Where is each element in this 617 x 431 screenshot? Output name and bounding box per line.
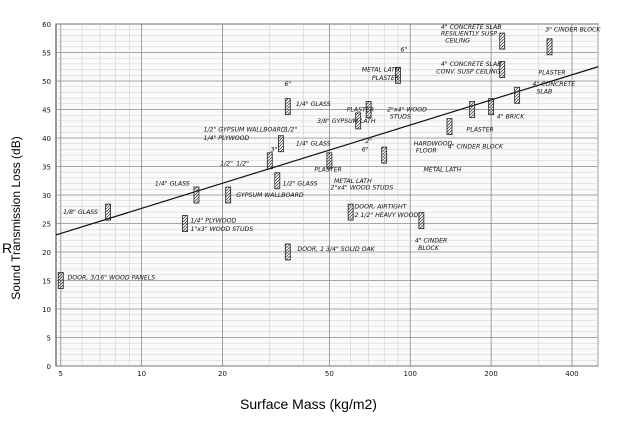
annotation-label: PLASTER bbox=[314, 166, 341, 173]
annotation-label: 6" bbox=[284, 81, 291, 88]
annotation-label: 4" CINDER BLOCK bbox=[448, 144, 504, 151]
annotation-label: 1/4" GLASS bbox=[296, 141, 331, 148]
data-point bbox=[266, 152, 273, 170]
data-point bbox=[278, 135, 284, 153]
y-symbol-label: R bbox=[2, 240, 13, 256]
annotation-label: 1/2" GYPSUM WALLBOARD bbox=[204, 126, 286, 133]
y-tick-label: 10 bbox=[42, 306, 51, 314]
y-tick-label: 40 bbox=[42, 135, 51, 143]
annotation-label: 1/4" GLASS bbox=[155, 181, 190, 188]
annotation-label: 6" bbox=[362, 146, 369, 153]
x-tick-label: 5 bbox=[59, 370, 63, 378]
annotation-label: 6" bbox=[401, 47, 408, 54]
annotation-label: CEILING bbox=[445, 38, 470, 45]
annotation-label: SLAB bbox=[536, 88, 552, 95]
annotation-label: PLASTER bbox=[372, 75, 399, 82]
data-point bbox=[546, 38, 553, 56]
x-tick-label: 20 bbox=[218, 370, 227, 378]
annotation-label: 4" CONCRETE bbox=[532, 81, 575, 88]
data-point bbox=[326, 152, 333, 170]
y-tick-label: 5 bbox=[47, 335, 51, 343]
mass-law-line bbox=[55, 66, 599, 236]
data-point bbox=[469, 101, 476, 118]
y-tick-label: 30 bbox=[42, 192, 51, 200]
annotation-label: 4" BRICK bbox=[497, 113, 525, 120]
x-tick-label: 200 bbox=[484, 370, 497, 378]
annotation-label: 1/2" bbox=[220, 161, 233, 168]
annotation-label: 2" bbox=[365, 138, 372, 145]
data-point bbox=[499, 32, 506, 50]
annotation-label: 2"x4" WOOD bbox=[387, 107, 427, 114]
y-tick-label: 60 bbox=[42, 21, 51, 29]
data-point bbox=[182, 215, 188, 232]
data-point bbox=[193, 186, 200, 204]
annotation-label: FLOOR bbox=[416, 148, 437, 155]
annotation-label: DOOR, 1 3/4" SOLID OAK bbox=[297, 246, 375, 253]
annotation-label: 4" CONCRETE SLAB bbox=[441, 24, 502, 31]
data-point bbox=[488, 98, 495, 116]
x-tick-label: 400 bbox=[565, 370, 578, 378]
annotation-label: METAL LATH bbox=[423, 166, 461, 173]
annotation-label: 3" bbox=[271, 146, 278, 153]
annotation-label: GYPSUM WALLBOARD bbox=[236, 192, 304, 199]
annotation-label: STUDS bbox=[390, 113, 411, 120]
y-axis-label-text: Sound Transmission Loss (dB) bbox=[9, 136, 23, 300]
data-point bbox=[284, 243, 291, 261]
y-tick-label: 50 bbox=[42, 78, 51, 86]
x-axis-label: Surface Mass (kg/m2) bbox=[240, 396, 377, 412]
annotation-label: DOOR, 3/16" WOOD PANELS bbox=[68, 275, 156, 282]
data-point bbox=[225, 186, 232, 204]
annotation-label: 2"x4" WOOD STUDS bbox=[331, 185, 394, 192]
data-point bbox=[57, 272, 64, 289]
annotation-label: DOOR, AIRTIGHT bbox=[354, 203, 407, 210]
annotation-label: 1/2" GLASS bbox=[283, 181, 318, 188]
annotation-label: 2 1/2" HEAVY WOOD bbox=[354, 212, 418, 219]
annotation-label: PLASTER bbox=[538, 69, 565, 76]
x-tick-label: 100 bbox=[404, 370, 417, 378]
annotation-label: 1/4" PLYWOOD bbox=[190, 218, 236, 225]
data-point bbox=[347, 203, 354, 221]
annotation-label: 1"x3" WOOD STUDS bbox=[190, 226, 253, 233]
annotation-label: PLASTER bbox=[347, 107, 374, 114]
annotation-label: 1/8" GLASS bbox=[63, 209, 98, 216]
annotation-label: METAL LATH bbox=[334, 178, 372, 185]
y-tick-label: 20 bbox=[42, 249, 51, 257]
y-tick-label: 35 bbox=[42, 164, 51, 172]
data-point bbox=[355, 112, 362, 130]
y-tick-label: 55 bbox=[42, 50, 51, 58]
data-point bbox=[514, 86, 521, 104]
annotation-label: 1/2" bbox=[236, 161, 249, 168]
annotation-label: 1/2" bbox=[284, 126, 297, 133]
y-axis-label: Sound Transmission Loss (dB) bbox=[6, 98, 26, 338]
annotation-label: 1/4" PLYWOOD bbox=[204, 135, 250, 142]
data-point bbox=[418, 212, 425, 230]
y-tick-label: 0 bbox=[47, 363, 51, 371]
annotation-label: PLASTER bbox=[467, 126, 494, 133]
data-point bbox=[395, 66, 401, 84]
data-point bbox=[274, 172, 281, 190]
y-tick-label: 15 bbox=[42, 278, 51, 286]
annotation-label: CONV. SUSP CEILING bbox=[436, 68, 500, 75]
data-point bbox=[499, 61, 506, 78]
data-point bbox=[284, 98, 291, 116]
x-tick-label: 10 bbox=[137, 370, 146, 378]
y-tick-label: 45 bbox=[42, 107, 51, 115]
y-tick-label: 25 bbox=[42, 221, 51, 229]
annotation-label: 4" CINDER bbox=[415, 238, 448, 245]
annotation-label: BLOCK bbox=[418, 245, 440, 252]
annotation-label: 3/8" GYPSUM LATH bbox=[317, 118, 376, 125]
annotation-label: METAL LATH bbox=[362, 67, 400, 74]
x-tick-label: 50 bbox=[325, 370, 334, 378]
annotation-label: 4" CONCRETE SLAB bbox=[441, 61, 502, 68]
data-point bbox=[365, 101, 372, 118]
annotation-label: HARDWOOD bbox=[414, 141, 453, 148]
data-point bbox=[105, 203, 111, 221]
annotation-label: 1/4" GLASS bbox=[296, 101, 331, 108]
data-point bbox=[381, 146, 388, 164]
data-point bbox=[446, 118, 453, 135]
annotation-label: RESILIENTLY SUSP bbox=[441, 31, 498, 38]
annotation-label: 3" CINDER BLOCK bbox=[545, 27, 601, 34]
